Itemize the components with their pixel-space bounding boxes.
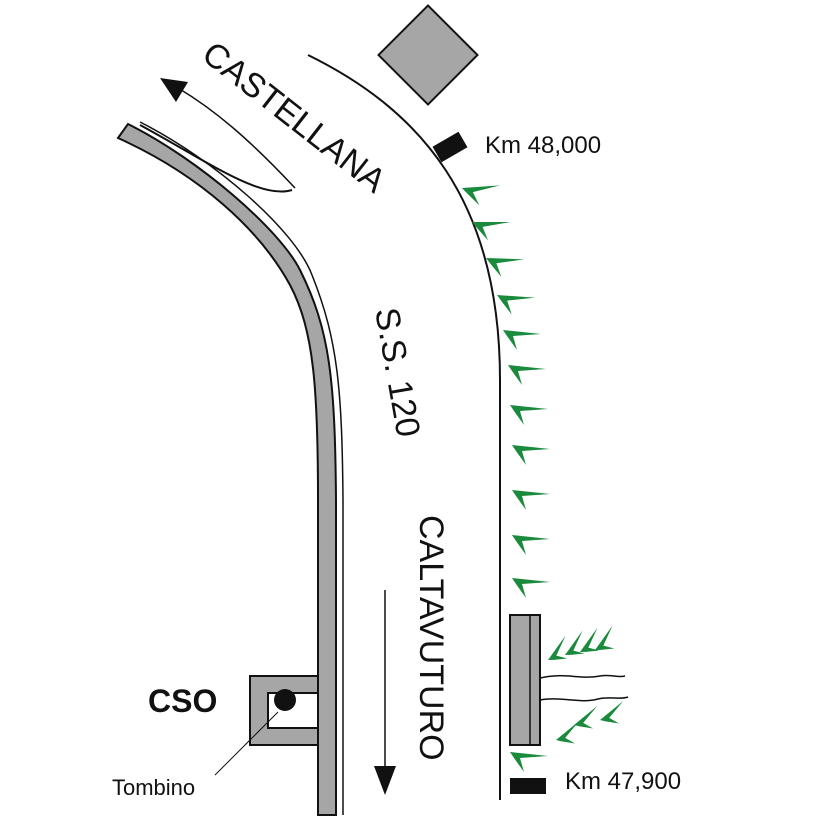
cso-label: CSO [148,683,217,719]
grass-tuft-icon [580,627,600,652]
grey-channel [116,122,337,816]
grass-tuft-icon [486,258,525,277]
road-lane-line [139,124,293,193]
cso-structure [249,675,319,746]
grass-tuft-icon [510,405,548,425]
grass-tuft-icon [472,222,511,241]
km-bottom-label: Km 47,900 [565,768,681,795]
grass-tuft-icon [512,490,550,510]
grass-tuft-icon [512,445,550,465]
tombino-label: Tombino [112,775,195,800]
manhole-icon [274,689,296,711]
grass-tuft-icon [497,295,536,315]
grass-tuft-icon [600,700,624,724]
road-edge-right [307,54,501,800]
arrow-icon [160,78,296,189]
tombino-leader [214,711,279,776]
grass-tuft-icon [574,705,598,729]
vegetation [462,185,624,772]
culvert-structure [509,614,541,746]
km-top-label: Km 48,000 [485,132,601,159]
channel-edge-line [139,121,344,815]
road-name-label: S.S. 120 [367,305,427,440]
grass-tuft-icon [508,365,546,385]
grass-tuft-icon [556,720,580,744]
grass-tuft-icon [595,625,615,650]
km-marker-icon [510,778,546,794]
grass-tuft-icon [462,185,501,206]
arrow-icon [374,590,396,795]
grass-tuft-icon [512,578,550,598]
direction-south-label: CALTAVUTURO [412,515,450,761]
stream-line-bottom [539,696,629,702]
grass-tuft-icon [512,535,550,555]
grass-tuft-icon [510,752,548,772]
building [377,4,479,106]
km-marker-icon [432,131,468,163]
grass-tuft-icon [548,635,568,660]
grass-tuft-icon [565,630,585,655]
stream-line-top [539,674,626,679]
grass-tuft-icon [503,330,541,350]
